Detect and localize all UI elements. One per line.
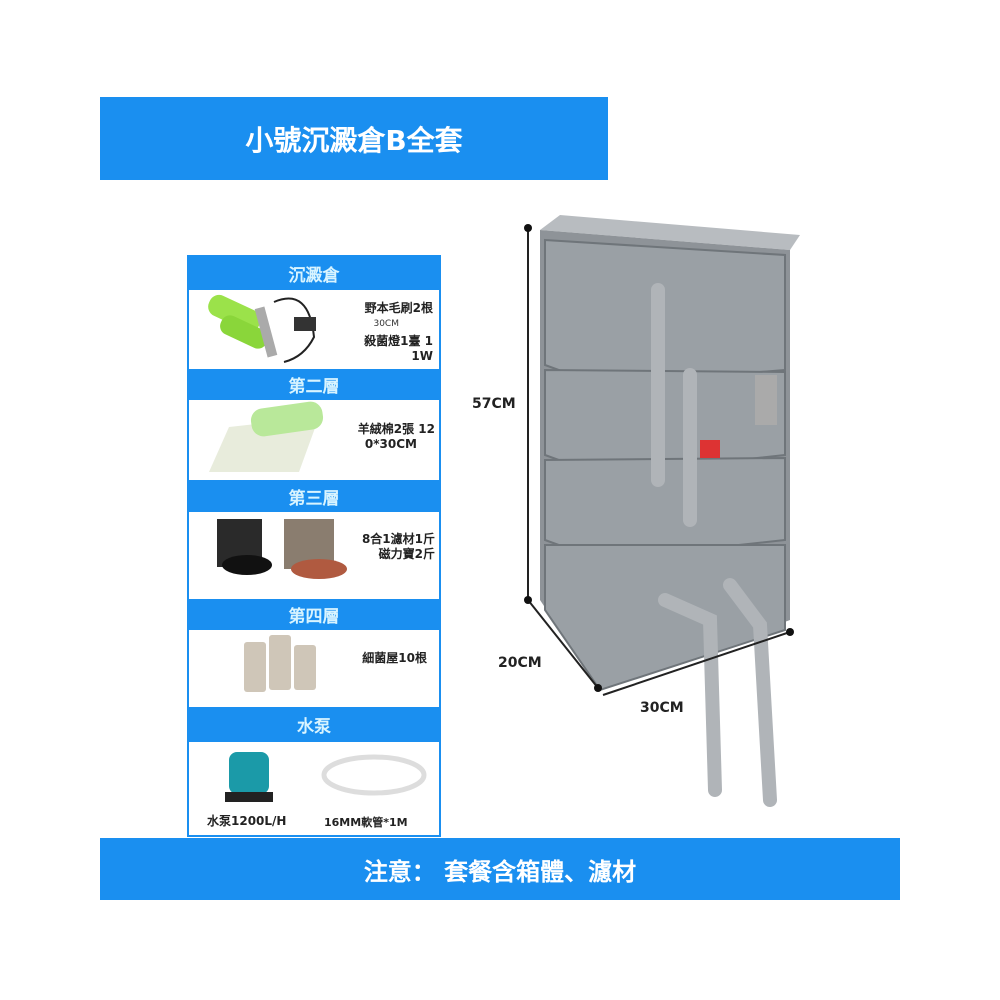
magnet-label: 磁力寶2斤 <box>378 547 435 561</box>
uv-lamp-label: 殺菌燈1臺 1 <box>364 334 433 348</box>
brush-image <box>208 294 268 349</box>
height-dimension: 57CM <box>472 396 516 412</box>
contents-panel: 沉澱倉 野本毛刷2根 30CM 殺菌燈1臺 1 1W 第二層 羊絨棉2張 12 … <box>187 255 441 837</box>
section-header: 第四層 <box>189 599 439 630</box>
bio-house-label: 細菌屋10根 <box>362 651 427 665</box>
pump-image <box>225 752 273 802</box>
hose-image <box>321 754 427 796</box>
brush-label: 野本毛刷2根 <box>364 301 433 315</box>
uv-lamp-image <box>254 297 316 363</box>
section-header: 第三層 <box>189 480 439 512</box>
product-images <box>208 294 427 802</box>
cotton-label: 羊絨棉2張 12 <box>357 422 435 436</box>
width-dimension: 30CM <box>640 700 684 716</box>
filter-cotton-image <box>209 401 324 472</box>
cotton-size: 0*30CM <box>364 437 417 451</box>
depth-dimension: 20CM <box>498 655 542 671</box>
bio-house-image <box>244 635 316 692</box>
section-header: 水泵 <box>189 707 439 742</box>
media-label: 8合1濾材1斤 <box>361 532 435 546</box>
title-banner: 小號沉澱倉B全套 <box>100 97 608 180</box>
pump-label: 水泵1200L/H <box>207 814 287 828</box>
uv-lamp-power: 1W <box>411 349 433 363</box>
brush-size: 30CM <box>373 319 399 329</box>
filter-media-image <box>217 519 347 579</box>
hose-label: 16MM軟管*1M <box>324 816 408 829</box>
section-header: 第二層 <box>189 369 439 400</box>
note-banner: 注意： 套餐含箱體、濾材 <box>100 838 900 900</box>
section-header: 沉澱倉 <box>189 257 439 290</box>
